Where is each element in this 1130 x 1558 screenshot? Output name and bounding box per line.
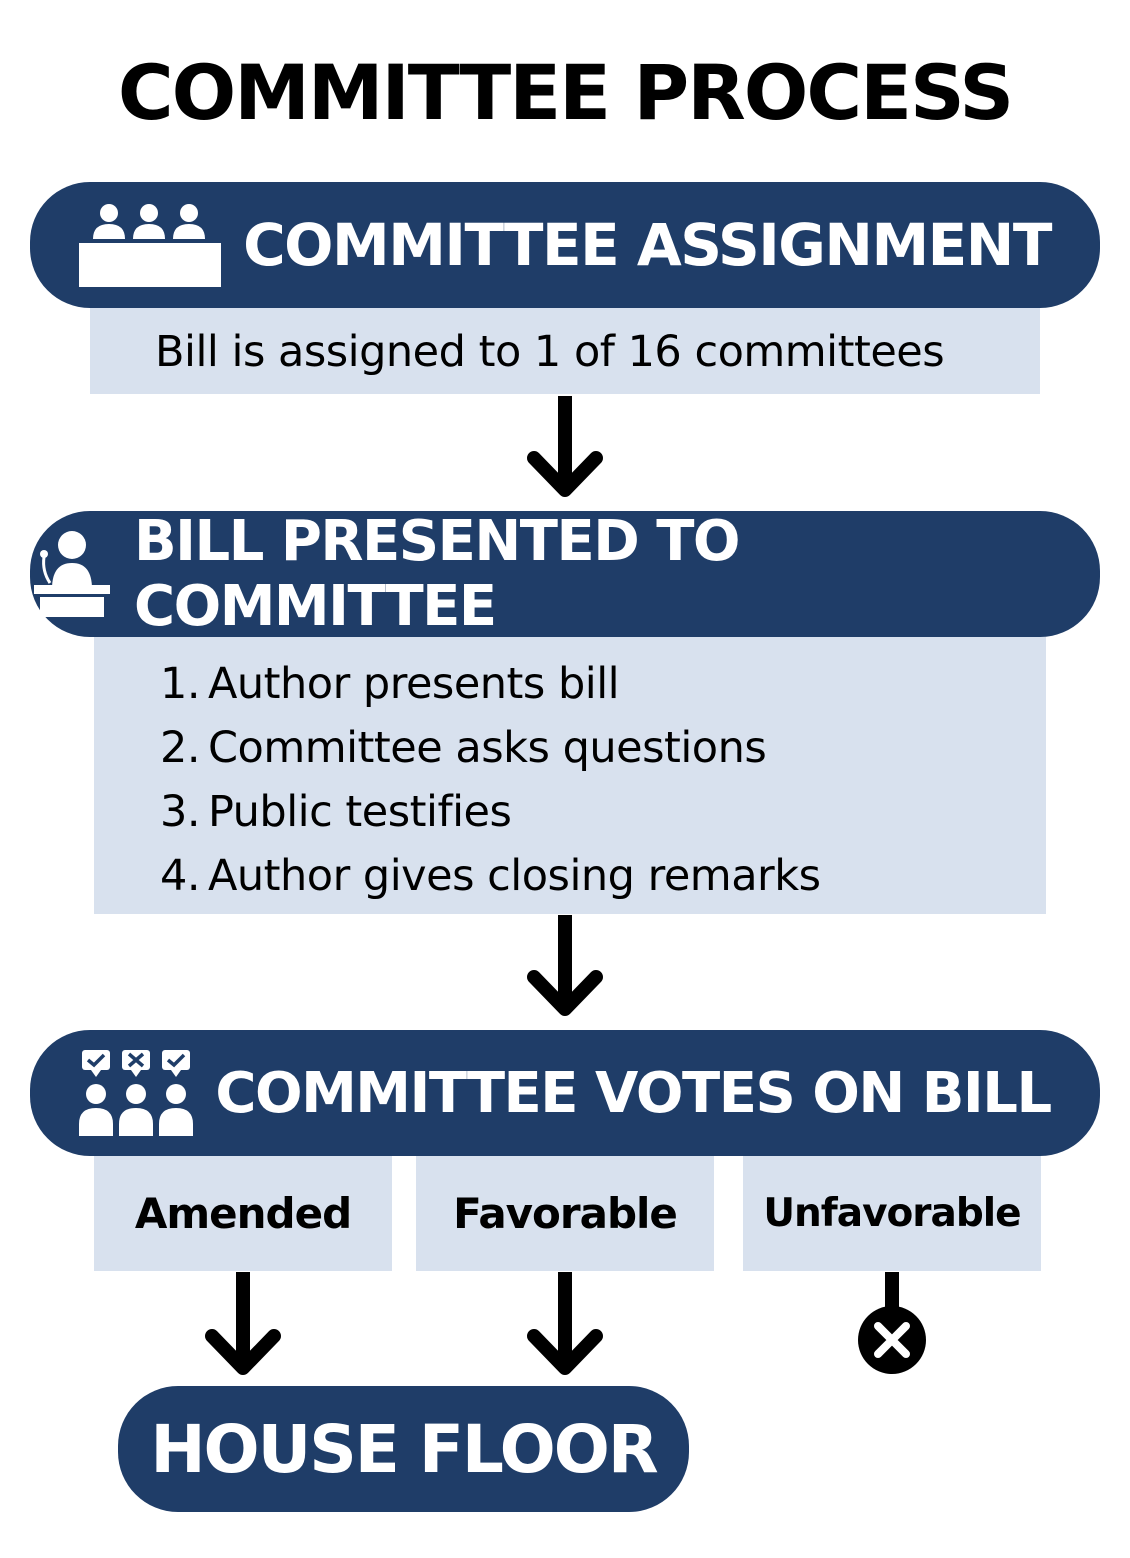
stage-header-bill-presented: BILL PRESENTED TO COMMITTEE [30, 509, 1100, 639]
stage-panel-assignment [90, 308, 1040, 394]
list-item: 3.Public testifies [159, 787, 512, 837]
list-item: 4.Author gives closing remarks [159, 851, 821, 901]
voting-people-icon [79, 1050, 194, 1136]
page-title: COMMITTEE PROCESS [117, 48, 1014, 137]
stage-header-committee-votes: COMMITTEE VOTES ON BILL [30, 1030, 1100, 1156]
outcome-amended: Amended [94, 1156, 392, 1271]
assignment-description: Bill is assigned to 1 of 16 committees [155, 327, 945, 377]
house-floor-box: HOUSE FLOOR [118, 1386, 689, 1512]
stage-panel-presentation [94, 637, 1046, 914]
stage-heading: COMMITTEE VOTES ON BILL [215, 1060, 1052, 1126]
committee-table-icon [79, 203, 222, 287]
down-arrow-icon [527, 396, 603, 497]
podium-speaker-icon [30, 531, 112, 617]
down-arrow-icon [205, 1272, 281, 1375]
list-item: 2.Committee asks questions [159, 723, 767, 773]
stage-heading: BILL PRESENTED TO COMMITTEE [134, 509, 741, 639]
outcome-unfavorable: Unfavorable [743, 1156, 1041, 1271]
outcome-favorable: Favorable [416, 1156, 714, 1271]
down-arrow-icon [527, 1272, 603, 1375]
down-arrow-icon [527, 915, 603, 1016]
list-item: 1.Author presents bill [159, 659, 620, 709]
stage-heading: COMMITTEE ASSIGNMENT [243, 211, 1052, 279]
stage-header-committee-assignment: COMMITTEE ASSIGNMENT [30, 182, 1100, 308]
x-circle-icon [858, 1272, 926, 1374]
presentation-steps: 1.Author presents bill 2.Committee asks … [148, 652, 821, 908]
